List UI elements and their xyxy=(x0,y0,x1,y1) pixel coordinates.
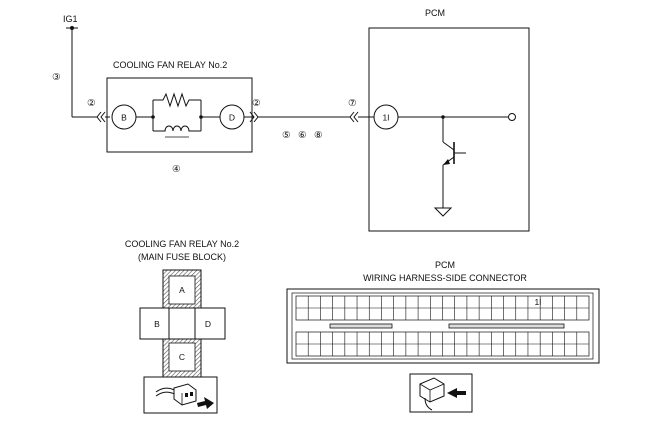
relay-pin-a: A xyxy=(179,285,185,295)
pcm-connector-title: PCM xyxy=(435,260,455,270)
ground-symbol xyxy=(433,207,453,217)
callout-6: ⑥ xyxy=(298,130,307,141)
callout-7: ⑦ xyxy=(348,98,357,109)
relay-coil xyxy=(153,125,201,132)
pcm-box xyxy=(368,27,530,232)
pcm-connector-face xyxy=(286,288,600,364)
connector-mark-relay-b xyxy=(96,111,106,123)
callout-2-right: ② xyxy=(252,98,261,109)
pcm-terminal-1i-label: 1I xyxy=(382,113,389,123)
callout-8: ⑧ xyxy=(314,130,323,141)
pcm-output-terminal xyxy=(508,113,516,121)
pcm-title: PCM xyxy=(425,8,445,18)
callout-3: ③ xyxy=(52,72,61,83)
insert-arrow-icon-pcm xyxy=(447,388,466,398)
pcm-connector-subtitle: WIRING HARNESS-SIDE CONNECTOR xyxy=(363,273,527,283)
relay-connector-subtitle: (MAIN FUSE BLOCK) xyxy=(138,252,226,262)
ig1-label: IG1 xyxy=(63,14,78,24)
relay-socket xyxy=(139,269,226,378)
callout-5: ⑤ xyxy=(282,130,291,141)
relay-connector-illustration xyxy=(143,376,218,414)
relay-terminal-d-label: D xyxy=(229,113,235,123)
callout-4: ④ xyxy=(172,164,181,175)
pcm-pin-1i-label: 1I xyxy=(534,297,541,307)
pcm-key-slot-left xyxy=(329,323,393,329)
relay-pin-b: B xyxy=(154,319,160,329)
pcm-connector-illustration xyxy=(409,373,473,413)
relay-terminal-b-label: B xyxy=(121,113,127,123)
callout-2-left: ② xyxy=(87,98,96,109)
relay-pin-d: D xyxy=(205,319,211,329)
relay-connector-title: COOLING FAN RELAY No.2 xyxy=(125,239,239,249)
relay-resistor xyxy=(153,92,201,108)
relay-title: COOLING FAN RELAY No.2 xyxy=(113,60,227,70)
relay-pin-c: C xyxy=(179,352,185,362)
transistor-emitter-arrow xyxy=(443,159,450,165)
pcm-key-slot-right xyxy=(448,323,565,329)
transistor-collector xyxy=(442,141,455,151)
connector-mark-pcm xyxy=(349,111,359,123)
insert-arrow-icon xyxy=(197,397,214,409)
